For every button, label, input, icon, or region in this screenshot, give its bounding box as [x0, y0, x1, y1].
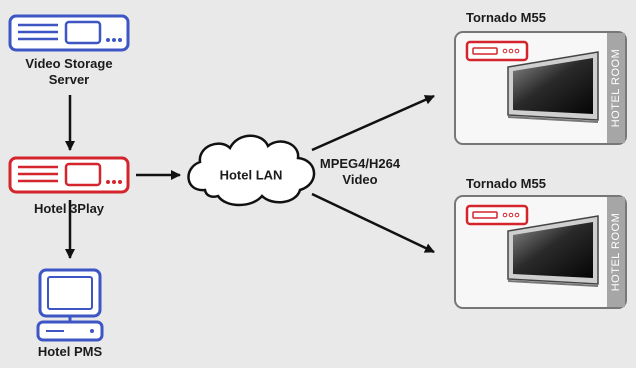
- connection-arrows: [65, 94, 435, 259]
- device-label: Tornado M55: [466, 176, 546, 191]
- tv-icon: [507, 215, 599, 287]
- arrow-lan-to-room-2: [311, 192, 435, 254]
- hotel-room-panel: [454, 195, 627, 309]
- hotel-3play-label: Hotel 3Play: [33, 201, 105, 216]
- tornado-m55-box-icon: [465, 40, 529, 62]
- stream-format-label: MPEG4/H264 Video: [319, 156, 401, 187]
- hotel-3play-icon: [8, 156, 130, 194]
- hotel-pms-label: Hotel PMS: [37, 344, 103, 359]
- device-label: Tornado M55: [466, 10, 546, 25]
- video-storage-server-label: Video Storage Server: [25, 56, 113, 87]
- hotel-room-panel: [454, 31, 627, 145]
- arrow-lan-to-room-1: [311, 94, 435, 152]
- computer-icon: [36, 268, 104, 342]
- video-storage-server-icon: [8, 14, 130, 52]
- hotel-lan-label: Hotel LAN: [220, 168, 283, 183]
- tv-icon: [507, 51, 599, 123]
- room-label: HOTEL ROOM: [610, 49, 622, 128]
- tornado-m55-box-icon: [465, 204, 529, 226]
- room-label: HOTEL ROOM: [610, 213, 622, 292]
- cloud-icon: [187, 134, 316, 207]
